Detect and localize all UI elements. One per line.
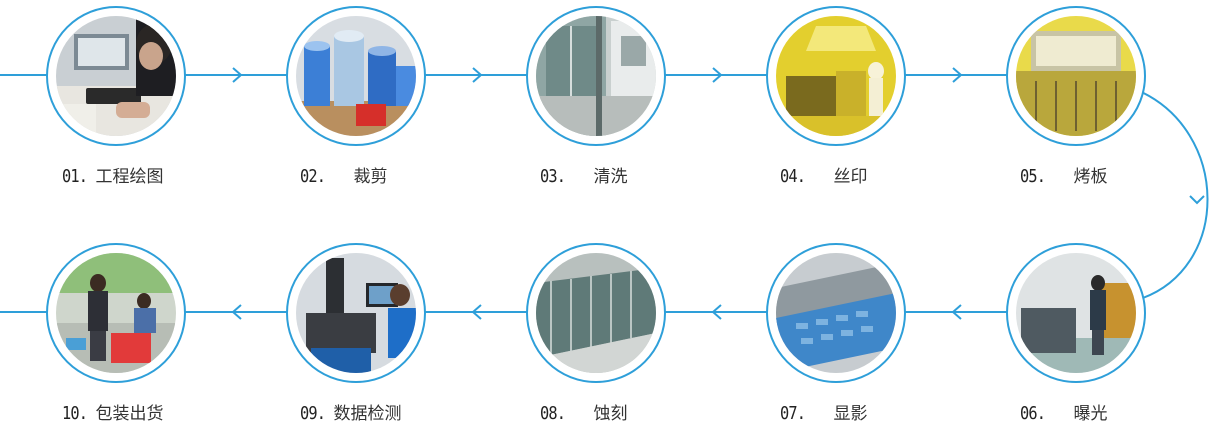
step-01 xyxy=(46,6,186,146)
step-number: 10. xyxy=(62,403,88,424)
step-label: 06. 曝光 xyxy=(1020,402,1108,426)
exposure-photo xyxy=(1016,253,1136,373)
step-04 xyxy=(766,6,906,146)
step-number: 07. xyxy=(780,403,806,424)
cutting-photo xyxy=(296,16,416,136)
step-02 xyxy=(286,6,426,146)
screen-printing-photo xyxy=(776,16,896,136)
step-name: 曝光 xyxy=(1073,404,1108,424)
arrow-right-icon xyxy=(232,67,243,83)
arrow-right-icon xyxy=(712,67,723,83)
arrow-right-icon xyxy=(952,67,963,83)
step-name: 包装出货 xyxy=(95,404,164,424)
arrow-left-icon xyxy=(471,304,482,320)
arrow-left-icon xyxy=(951,304,962,320)
flow-curve-right xyxy=(1136,89,1209,301)
step-name: 丝印 xyxy=(833,167,868,187)
step-number: 06. xyxy=(1020,403,1046,424)
step-name: 蚀刻 xyxy=(593,404,628,424)
step-label: 10. 包装出货 xyxy=(62,402,164,426)
step-label: 01. 工程绘图 xyxy=(62,165,164,189)
arrow-left-icon xyxy=(231,304,242,320)
step-number: 05. xyxy=(1020,166,1046,187)
data-inspection-photo xyxy=(296,253,416,373)
cleaning-photo xyxy=(536,16,656,136)
step-09 xyxy=(286,243,426,383)
step-05 xyxy=(1006,6,1146,146)
step-08 xyxy=(526,243,666,383)
step-10 xyxy=(46,243,186,383)
step-07 xyxy=(766,243,906,383)
step-name: 显影 xyxy=(833,404,868,424)
step-label: 09. 数据检测 xyxy=(300,402,402,426)
step-name: 烤板 xyxy=(1073,167,1108,187)
step-name: 清洗 xyxy=(593,167,628,187)
step-label: 03. 清洗 xyxy=(540,165,628,189)
step-06 xyxy=(1006,243,1146,383)
step-label: 08. 蚀刻 xyxy=(540,402,628,426)
step-name: 裁剪 xyxy=(353,167,388,187)
arrow-down-icon xyxy=(1189,195,1205,205)
step-label: 02. 裁剪 xyxy=(300,165,388,189)
step-label: 04. 丝印 xyxy=(780,165,868,189)
step-number: 02. xyxy=(300,166,326,187)
step-label: 05. 烤板 xyxy=(1020,165,1108,189)
engineering-drawing-photo xyxy=(56,16,176,136)
step-number: 03. xyxy=(540,166,566,187)
step-name: 数据检测 xyxy=(333,404,402,424)
step-number: 09. xyxy=(300,403,326,424)
step-name: 工程绘图 xyxy=(95,167,164,187)
arrow-left-icon xyxy=(711,304,722,320)
baking-photo xyxy=(1016,16,1136,136)
arrow-right-icon xyxy=(472,67,483,83)
step-number: 04. xyxy=(780,166,806,187)
step-number: 01. xyxy=(62,166,88,187)
developing-photo xyxy=(776,253,896,373)
step-number: 08. xyxy=(540,403,566,424)
etching-photo xyxy=(536,253,656,373)
step-label: 07. 显影 xyxy=(780,402,868,426)
step-03 xyxy=(526,6,666,146)
packaging-shipping-photo xyxy=(56,253,176,373)
